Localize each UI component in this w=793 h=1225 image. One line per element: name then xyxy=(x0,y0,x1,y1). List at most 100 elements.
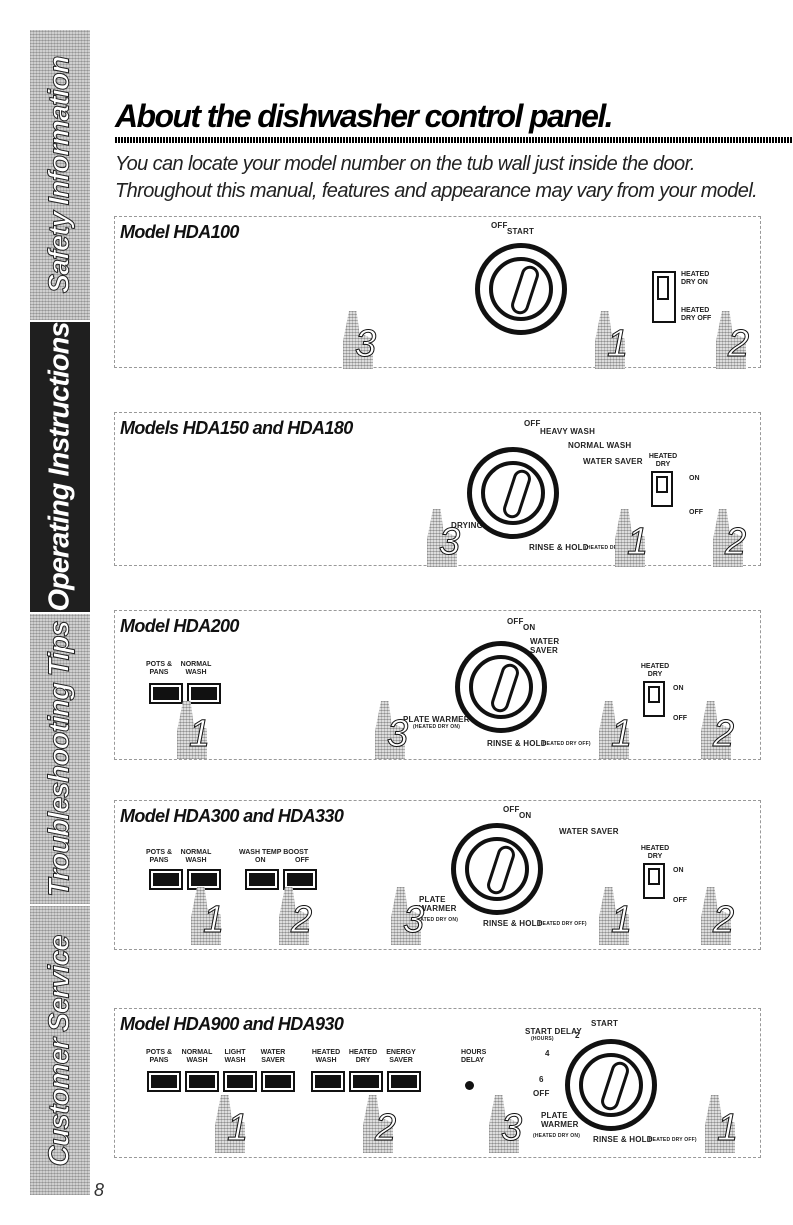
pots-pans-button[interactable] xyxy=(149,869,183,890)
dial-label-rinse-hold: RINSE & HOLD xyxy=(487,739,547,748)
switch-title: HEATED DRY xyxy=(640,663,670,678)
callout-number: 1 xyxy=(716,1107,739,1149)
model-name: Models HDA150 and HDA180 xyxy=(120,418,353,438)
energy-saver-button[interactable] xyxy=(387,1071,421,1092)
callout-number: 1 xyxy=(606,323,629,365)
button-label-energy-saver: ENERGY SAVER xyxy=(386,1049,416,1064)
button-row-options xyxy=(311,1071,421,1092)
dial-label-hours: (HOURS) xyxy=(531,1036,554,1042)
pots-pans-button[interactable] xyxy=(149,683,183,704)
pots-pans-button[interactable] xyxy=(147,1071,181,1092)
switch-rocker xyxy=(648,868,660,885)
tab-safety-information[interactable]: Safety Information xyxy=(30,30,90,320)
callout-hand-2: 2 xyxy=(710,311,754,373)
dial-label-start: START xyxy=(591,1019,619,1028)
dial-label-plate-note: (HEATED DRY ON) xyxy=(533,1133,581,1139)
callout-number: 3 xyxy=(386,713,409,755)
heated-dry-switch[interactable] xyxy=(652,271,676,323)
tab-operating-instructions[interactable]: Operating Instructions xyxy=(30,322,90,612)
heated-dry-button[interactable] xyxy=(349,1071,383,1092)
button-label-heated-dry: HEATED DRY xyxy=(348,1049,378,1064)
page-title: About the dishwasher control panel. xyxy=(115,98,614,134)
intro-text: You can locate your model number on the … xyxy=(115,153,758,202)
callout-hand-3: 3 xyxy=(421,509,465,571)
dial-label-4: 4 xyxy=(545,1049,550,1058)
callout-hand-1b: 1 xyxy=(699,1095,743,1157)
cycle-dial[interactable] xyxy=(455,641,547,733)
button-label-pots-pans: POTS & PANS xyxy=(145,661,173,676)
normal-wash-button[interactable] xyxy=(185,1071,219,1092)
callout-hand-1: 1 xyxy=(209,1095,253,1157)
heated-dry-switch[interactable] xyxy=(651,471,673,507)
button-label-normal-wash: NORMAL WASH xyxy=(180,661,212,676)
dial-slot xyxy=(598,1059,632,1113)
delay-indicator-light xyxy=(465,1081,474,1090)
boost-on-label: ON xyxy=(255,857,266,864)
tab-troubleshooting-tips[interactable]: Troubleshooting Tips xyxy=(30,614,90,904)
switch-label-off: HEATED DRY OFF xyxy=(681,307,712,322)
dial-label-off: OFF xyxy=(524,419,541,428)
page-number: 8 xyxy=(94,1180,105,1200)
callout-hand-3: 3 xyxy=(337,311,381,373)
callout-number: 3 xyxy=(354,323,377,365)
button-label-light-wash: LIGHT WASH xyxy=(224,1049,246,1064)
dial-inner-ring xyxy=(489,257,553,321)
dial-label-rinse-note: (HEATED DRY OFF) xyxy=(647,1137,697,1143)
callout-hand-1b: 1 xyxy=(593,701,637,763)
dial-label-plate-note: (HEATED DRY ON) xyxy=(411,917,459,923)
dial-label-rinse-note: (HEATED DRY OFF) xyxy=(541,741,591,747)
button-label-normal-wash: NORMAL WASH xyxy=(181,1049,213,1064)
dial-inner-ring xyxy=(469,655,533,719)
heated-wash-button[interactable] xyxy=(311,1071,345,1092)
dial-label-off: OFF xyxy=(503,805,520,814)
dial-label-plate-warmer: PLATE WARMER xyxy=(419,895,457,913)
normal-wash-button[interactable] xyxy=(187,683,221,704)
dial-label-rinse-hold: RINSE & HOLD xyxy=(483,919,543,928)
dial-label-plate-warmer: PLATE WARMER xyxy=(541,1111,579,1129)
dial-label-2: 2 xyxy=(575,1031,580,1040)
tab-customer-service[interactable]: Customer Service xyxy=(30,906,90,1195)
cycle-dial[interactable] xyxy=(565,1039,657,1131)
section-hda100: Model HDA100 OFF START HEATED DRY ON HEA… xyxy=(114,216,761,369)
tab-label: Troubleshooting Tips xyxy=(43,621,76,897)
dial-label-start-delay: START DELAY xyxy=(525,1027,582,1036)
boost-on-button[interactable] xyxy=(245,869,279,890)
callout-hand-1: 1 xyxy=(185,887,229,949)
switch-label-off: OFF xyxy=(673,897,687,904)
boost-off-label: OFF xyxy=(295,857,309,864)
cycle-dial[interactable] xyxy=(467,447,559,539)
dial-slot xyxy=(488,661,522,715)
callout-hand-1: 1 xyxy=(609,509,653,571)
cycle-dial[interactable] xyxy=(451,823,543,915)
tab-label: Operating Instructions xyxy=(43,322,76,612)
dial-label-rinse-hold: RINSE & HOLD xyxy=(593,1135,653,1144)
callout-number: 1 xyxy=(202,899,225,941)
hand-shape xyxy=(343,311,373,369)
boost-off-button[interactable] xyxy=(283,869,317,890)
button-label-normal-wash: NORMAL WASH xyxy=(180,849,212,864)
switch-label-off: OFF xyxy=(673,715,687,722)
section-hda200: Model HDA200 POTS & PANS NORMAL WASH OFF… xyxy=(114,610,761,760)
sidebar: Safety Information Operating Instruction… xyxy=(30,30,90,1195)
callout-number: 3 xyxy=(402,899,425,941)
switch-title: HEATED DRY xyxy=(648,453,678,468)
dial-label-water-saver: WATER SAVER xyxy=(583,457,643,466)
callout-number: 1 xyxy=(626,521,649,563)
callout-number: 2 xyxy=(290,899,313,941)
callout-number: 2 xyxy=(374,1107,397,1149)
switch-rocker xyxy=(648,686,660,703)
section-hda300: Model HDA300 and HDA330 POTS & PANS NORM… xyxy=(114,800,761,950)
switch-label-on: ON xyxy=(673,867,684,874)
heated-dry-switch[interactable] xyxy=(643,681,665,717)
dial-label-water-saver: WATER SAVER xyxy=(530,637,560,655)
switch-label-on: ON xyxy=(673,685,684,692)
water-saver-button[interactable] xyxy=(261,1071,295,1092)
cycle-dial[interactable] xyxy=(475,243,567,335)
heated-dry-switch[interactable] xyxy=(643,863,665,899)
callout-hand-2: 2 xyxy=(707,509,751,571)
button-label-pots-pans: POTS & PANS xyxy=(145,849,173,864)
dial-label-plate-warmer: PLATE WARMER xyxy=(403,715,470,724)
callout-number: 1 xyxy=(610,713,633,755)
light-wash-button[interactable] xyxy=(223,1071,257,1092)
model-name: Model HDA200 xyxy=(120,616,239,636)
